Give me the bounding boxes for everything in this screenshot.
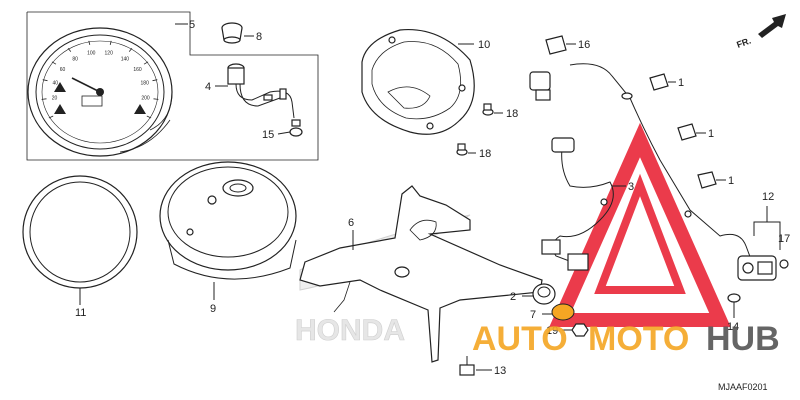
- speedometer-tick-label: 180: [141, 81, 150, 87]
- screw-18b: [456, 143, 468, 156]
- svg-text:MOTO: MOTO: [588, 320, 689, 358]
- callout-18b: 18: [479, 148, 491, 160]
- callout-8: 8: [256, 31, 262, 43]
- clip-1b: [677, 123, 697, 141]
- speedometer-tick-label: 220: [136, 110, 145, 116]
- callout-2: 2: [510, 291, 516, 303]
- speedometer-tick-mark: [109, 40, 112, 45]
- reference-code: MJAAF0201: [718, 382, 768, 392]
- bolt-14: [727, 293, 741, 318]
- screw-15: [289, 119, 303, 137]
- speedometer-tick-mark: [48, 115, 54, 119]
- speedometer-tick-label: 160: [133, 67, 142, 73]
- wire-harness-3: [541, 137, 614, 271]
- speedometer-tick-mark: [88, 40, 91, 45]
- speedometer-needle: [71, 77, 101, 93]
- screw-18a: [482, 103, 494, 116]
- speedometer-tick-label: 140: [121, 56, 130, 62]
- washer-17: [779, 259, 789, 269]
- callout-11: 11: [75, 307, 86, 319]
- callout-1b: 1: [708, 128, 714, 140]
- nut-19: [571, 323, 589, 337]
- clip-16: [545, 35, 567, 55]
- speedometer-tick-mark: [153, 98, 159, 100]
- speedometer-tick-mark: [41, 98, 47, 100]
- callout-10: 10: [478, 39, 490, 51]
- callout-3: 3: [628, 181, 634, 193]
- speedometer-tick-mark: [42, 79, 48, 82]
- callout-1c: 1: [728, 175, 734, 187]
- warning-lamp-right: [134, 104, 146, 114]
- meter-case-9: [159, 161, 297, 280]
- speedometer-tick-label: 200: [141, 96, 150, 102]
- speedometer-tick-mark: [146, 115, 152, 119]
- speedometer-tick-mark: [152, 79, 158, 82]
- speedometer-tick-label: 80: [72, 56, 78, 62]
- speedometer-tick-label: 0: [59, 110, 62, 116]
- collar-7: [551, 303, 575, 321]
- bolt-13: [459, 356, 475, 376]
- automotohub-watermark: AUTO MOTO HUB: [472, 320, 780, 358]
- odometer-window: [81, 95, 103, 107]
- callout-19: 19: [546, 325, 558, 337]
- leader-15: [277, 131, 291, 135]
- speedometer-tick-label: 20: [52, 96, 58, 102]
- front-direction-arrow: FR.: [735, 14, 786, 50]
- callout-15: 15: [262, 129, 274, 141]
- clip-1a: [649, 73, 669, 91]
- warning-lamp-left-2: [54, 104, 66, 114]
- speedometer-tick-mark: [51, 61, 57, 65]
- svg-text:AUTO: AUTO: [472, 320, 568, 358]
- callout-4: 4: [205, 81, 211, 93]
- callout-18a: 18: [506, 108, 518, 120]
- callout-9: 9: [210, 303, 216, 315]
- svg-text:HUB: HUB: [706, 320, 780, 358]
- clip-1c: [697, 171, 717, 189]
- speedometer-tick-mark: [143, 61, 149, 65]
- callout-16: 16: [578, 39, 590, 51]
- callout-17: 17: [778, 233, 790, 245]
- callout-13: 13: [494, 365, 506, 377]
- leader-12: [753, 221, 781, 250]
- warning-lamp-left: [54, 82, 66, 92]
- speedometer-tick-mark: [67, 48, 72, 52]
- sensor-cable: [529, 63, 753, 263]
- speedometer-tick-label: 40: [53, 81, 59, 87]
- seal-ring-11: [22, 175, 138, 289]
- callout-6: 6: [348, 217, 354, 229]
- rubber-2: [532, 283, 556, 305]
- callout-1a: 1: [678, 77, 684, 89]
- speedometer-tick-mark: [128, 48, 133, 52]
- watermark-triangle: [549, 122, 731, 327]
- speedometer-tick-label: 60: [60, 67, 66, 73]
- inner-cover-10: [361, 28, 475, 135]
- grommet-8: [221, 22, 243, 44]
- callout-5: 5: [189, 19, 195, 31]
- speedometer-tick-label: 100: [87, 51, 96, 57]
- meter-group-outline: [26, 11, 319, 161]
- honda-watermark-logo: HONDA: [295, 314, 405, 347]
- callout-12: 12: [762, 191, 774, 203]
- svg-text:FR.: FR.: [735, 36, 752, 50]
- bulb-socket-4: [227, 63, 295, 119]
- speedometer-tick-label: 120: [105, 51, 114, 57]
- speed-sensor-12: [737, 255, 777, 281]
- callout-14: 14: [727, 321, 739, 333]
- callout-7: 7: [530, 309, 536, 321]
